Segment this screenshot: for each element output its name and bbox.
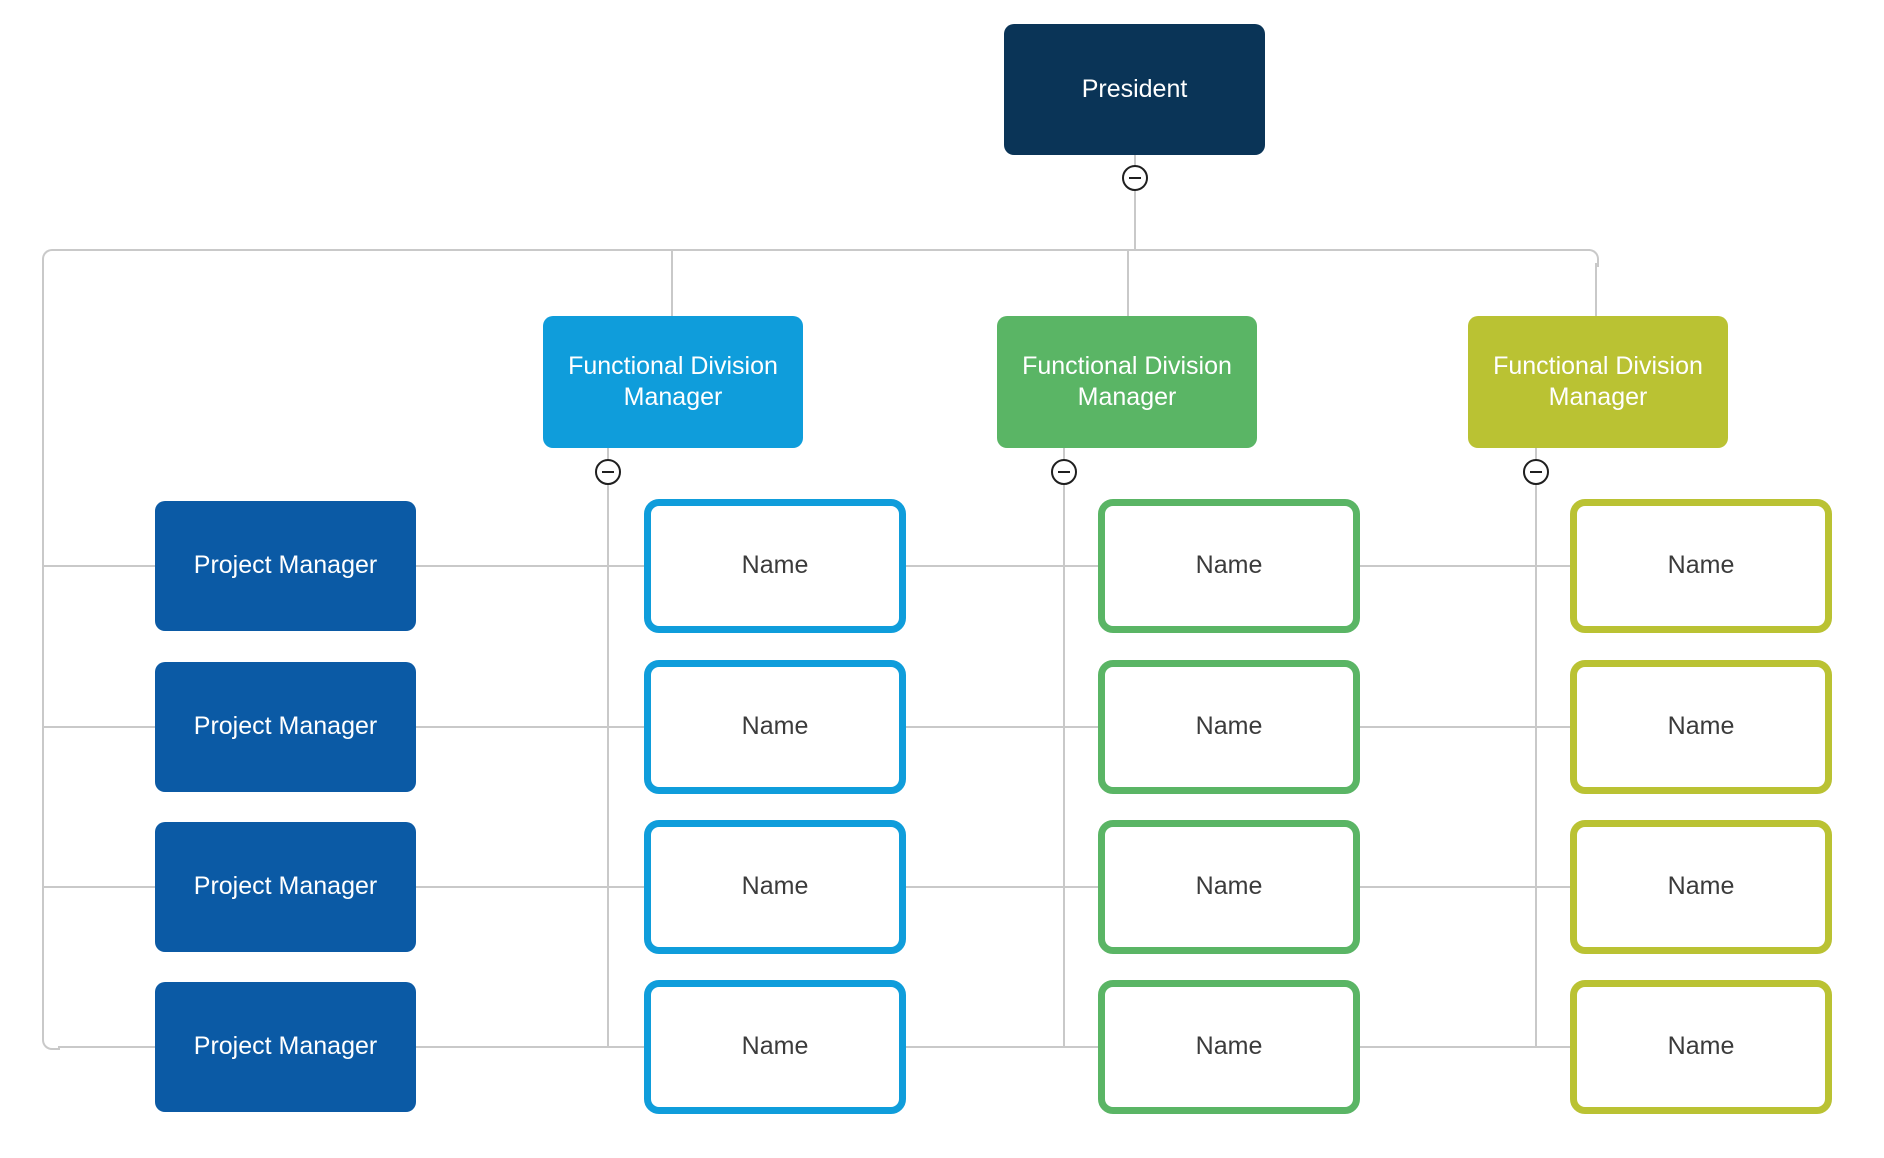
project-manager-box-4[interactable]: Project Manager: [155, 982, 416, 1112]
minus-circle-icon[interactable]: [1051, 459, 1077, 485]
connector-line-president-drop: [1134, 155, 1136, 250]
name-box-row4-div1[interactable]: Name: [644, 980, 906, 1114]
name-box-row1-div1[interactable]: Name: [644, 499, 906, 633]
name-box-row2-div1[interactable]: Name: [644, 660, 906, 794]
connector-corner: [42, 249, 60, 267]
name-box-row3-div3[interactable]: Name: [1570, 820, 1832, 954]
connector-line-division-3-rail: [1535, 448, 1537, 1047]
minus-circle-icon[interactable]: [595, 459, 621, 485]
minus-circle-icon[interactable]: [1122, 165, 1148, 191]
connector-corner: [42, 1032, 60, 1050]
project-manager-box-1[interactable]: Project Manager: [155, 501, 416, 631]
name-box-row2-div2[interactable]: Name: [1098, 660, 1360, 794]
project-manager-box-2[interactable]: Project Manager: [155, 662, 416, 792]
name-box-row2-div3[interactable]: Name: [1570, 660, 1832, 794]
name-box-row3-div2[interactable]: Name: [1098, 820, 1360, 954]
name-box-row1-div3[interactable]: Name: [1570, 499, 1832, 633]
connector-line-left-bracket: [42, 263, 44, 1035]
name-box-row3-div1[interactable]: Name: [644, 820, 906, 954]
name-box-row4-div3[interactable]: Name: [1570, 980, 1832, 1114]
connector-line-division-1-rail: [607, 448, 609, 1047]
connector-line-top-rail: [56, 249, 1590, 251]
minus-circle-icon[interactable]: [1523, 459, 1549, 485]
connector-line-division-2-drop: [1127, 251, 1129, 317]
name-box-row1-div2[interactable]: Name: [1098, 499, 1360, 633]
connector-line-division-3-drop: [1595, 263, 1597, 317]
connector-line-division-1-drop: [671, 251, 673, 317]
division-manager-box-3[interactable]: Functional Division Manager: [1468, 316, 1728, 448]
connector-corner: [1581, 249, 1599, 267]
project-manager-box-3[interactable]: Project Manager: [155, 822, 416, 952]
name-box-row4-div2[interactable]: Name: [1098, 980, 1360, 1114]
division-manager-box-2[interactable]: Functional Division Manager: [997, 316, 1257, 448]
division-manager-box-1[interactable]: Functional Division Manager: [543, 316, 803, 448]
connector-line-division-2-rail: [1063, 448, 1065, 1047]
president-box[interactable]: President: [1004, 24, 1265, 155]
